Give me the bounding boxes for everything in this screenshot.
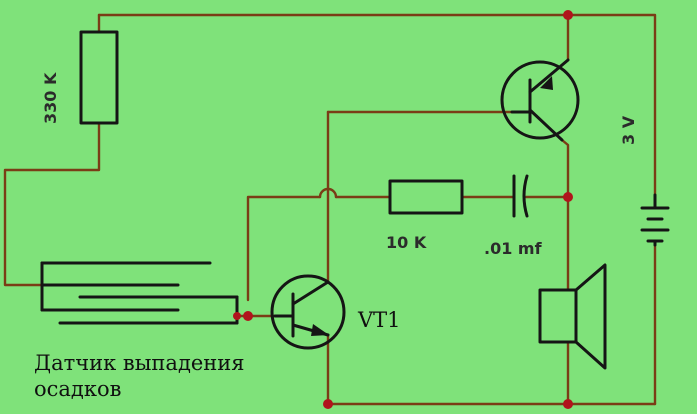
wire-r1-bottom (3, 121, 101, 287)
junction-sensor (233, 312, 241, 320)
label-r1: 330 K (41, 72, 60, 124)
battery-3v (640, 193, 670, 247)
junctions (233, 10, 573, 409)
wire-hop (318, 187, 338, 199)
junction-bottom-mid (563, 399, 573, 409)
capacitor-001mf (512, 174, 529, 218)
resistor-330k (79, 30, 119, 125)
transistor-upper (500, 58, 580, 142)
rain-sensor (40, 261, 239, 325)
transistor-vt1 (270, 274, 346, 350)
wire-top-transistor-to-speaker (560, 138, 570, 292)
label-battery: 3 V (619, 115, 638, 145)
resistor-10k (388, 179, 464, 215)
junction-top (563, 10, 573, 20)
wire-feedback-left (246, 195, 322, 302)
label-sensor-line1: Датчик выпадения (34, 351, 245, 375)
junction-bottom-left (323, 399, 333, 409)
label-r2: 10 K (386, 233, 427, 252)
speaker (538, 263, 607, 370)
wire-top-rail (97, 13, 657, 197)
wires (3, 13, 657, 406)
junction-cap (563, 192, 573, 202)
junction-base-left (243, 311, 253, 321)
label-sensor-line2: осадков (34, 377, 121, 401)
label-cap: .01 mf (484, 239, 543, 258)
label-vt1: VT1 (357, 308, 401, 332)
